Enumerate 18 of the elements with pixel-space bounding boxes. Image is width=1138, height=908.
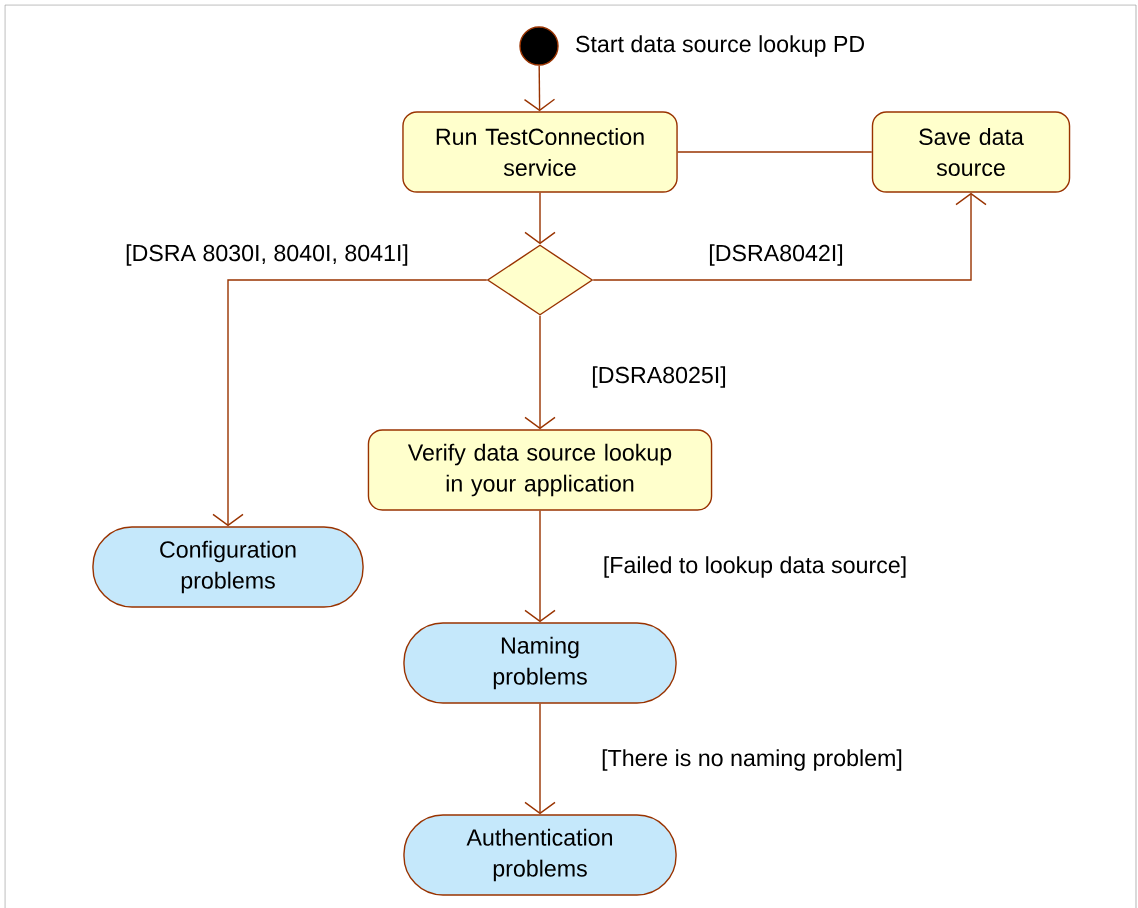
arrow [524, 315, 556, 430]
action-box: Run TestConnection service [402, 111, 678, 193]
problem-node: Naming problems [403, 622, 677, 704]
action-box: Verify data source lookup in your application [367, 429, 713, 511]
start-label: Start data source lookup PD [576, 35, 865, 57]
problem-node: Configuration problems [92, 526, 364, 608]
edge-label: [Failed to lookup data source] [601, 554, 909, 580]
arrow [524, 703, 556, 815]
edge-label: [There is no naming problem] [599, 747, 905, 773]
edge-label: [DSRA 8030I, 8040I, 8041I] [123, 242, 411, 268]
arrow [524, 510, 556, 623]
problem-node: Authentication problems [403, 814, 677, 896]
edge-label: [DSRA8042I] [706, 242, 846, 268]
arrow [592, 192, 987, 281]
arrow [212, 279, 488, 527]
start-node [519, 26, 559, 66]
edge-label: [DSRA8025I] [589, 364, 729, 390]
action-box: Save data source [871, 111, 1071, 193]
